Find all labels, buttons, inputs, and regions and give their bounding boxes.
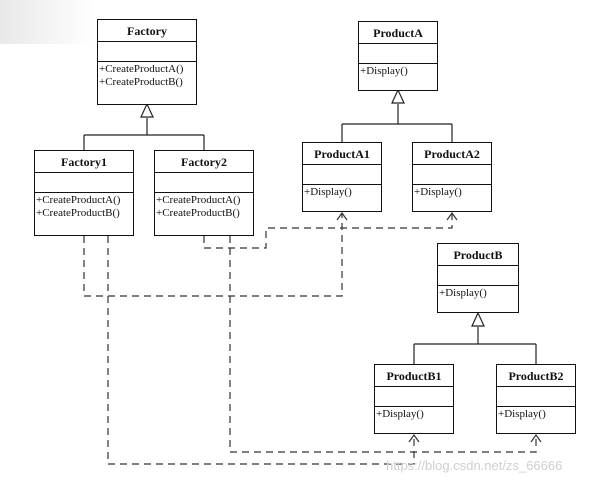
class-factory1: Factory1 +CreateProductA() +CreateProduc…: [34, 150, 134, 236]
corner-smudge: [0, 0, 96, 44]
class-attributes: [35, 173, 133, 193]
operation: +CreateProductA(): [36, 194, 121, 206]
class-attributes: [359, 44, 437, 64]
class-attributes: [375, 387, 453, 407]
watermark-text: https://blog.csdn.net/zs_66666: [386, 458, 563, 473]
class-operations: +Display(): [359, 64, 437, 78]
operation: +CreateProductB(): [36, 207, 120, 219]
inheritance-factory: [83, 102, 205, 150]
class-name: ProductB: [438, 244, 518, 266]
class-name: ProductB1: [375, 365, 453, 387]
class-name: ProductA1: [303, 143, 381, 165]
class-product-b1: ProductB1 +Display(): [374, 364, 454, 434]
operation: +CreateProductA(): [99, 63, 184, 75]
class-operations: +Display(): [413, 185, 491, 199]
class-operations: +Display(): [303, 185, 381, 199]
dependency-arrow-icon: [336, 211, 348, 221]
generalization-arrow-icon: [140, 102, 154, 118]
class-attributes: [497, 387, 575, 407]
class-name: Factory: [98, 20, 196, 42]
class-attributes: [413, 165, 491, 185]
class-operations: +CreateProductA() +CreateProductB(): [98, 62, 196, 89]
class-name: Factory1: [35, 151, 133, 173]
class-product-a: ProductA +Display(): [358, 21, 438, 91]
generalization-arrow-icon: [471, 311, 485, 327]
class-product-b2: ProductB2 +Display(): [496, 364, 576, 434]
class-name: ProductB2: [497, 365, 575, 387]
dependency-arrow-icon: [408, 433, 420, 443]
class-attributes: [438, 266, 518, 286]
operation: +Display(): [376, 408, 424, 420]
dependency-arrow-icon: [530, 433, 542, 443]
dependency-lines: [83, 214, 537, 465]
class-operations: +CreateProductA() +CreateProductB(): [155, 193, 253, 220]
class-product-b: ProductB +Display(): [437, 243, 519, 313]
operation: +Display(): [304, 186, 352, 198]
operation: +CreateProductA(): [156, 194, 241, 206]
operation: +Display(): [360, 65, 408, 77]
operation: +Display(): [414, 186, 462, 198]
class-operations: +CreateProductA() +CreateProductB(): [35, 193, 133, 220]
class-operations: +Display(): [375, 407, 453, 421]
dependency-arrow-icon: [446, 211, 458, 221]
class-name: ProductA2: [413, 143, 491, 165]
class-attributes: [98, 42, 196, 62]
class-factory: Factory +CreateProductA() +CreateProduct…: [97, 19, 197, 105]
class-product-a2: ProductA2 +Display(): [412, 142, 492, 212]
class-operations: +Display(): [438, 286, 518, 300]
operation: +Display(): [498, 408, 546, 420]
operation: +CreateProductB(): [99, 76, 183, 88]
inheritance-product-b: [413, 311, 537, 364]
class-name: Factory2: [155, 151, 253, 173]
generalization-arrow-icon: [391, 88, 405, 104]
class-factory2: Factory2 +CreateProductA() +CreateProduc…: [154, 150, 254, 236]
class-product-a1: ProductA1 +Display(): [302, 142, 382, 212]
inheritance-product-a: [341, 88, 453, 142]
class-operations: +Display(): [497, 407, 575, 421]
operation: +CreateProductB(): [156, 207, 240, 219]
class-name: ProductA: [359, 22, 437, 44]
class-attributes: [155, 173, 253, 193]
operation: +Display(): [439, 287, 487, 299]
class-attributes: [303, 165, 381, 185]
